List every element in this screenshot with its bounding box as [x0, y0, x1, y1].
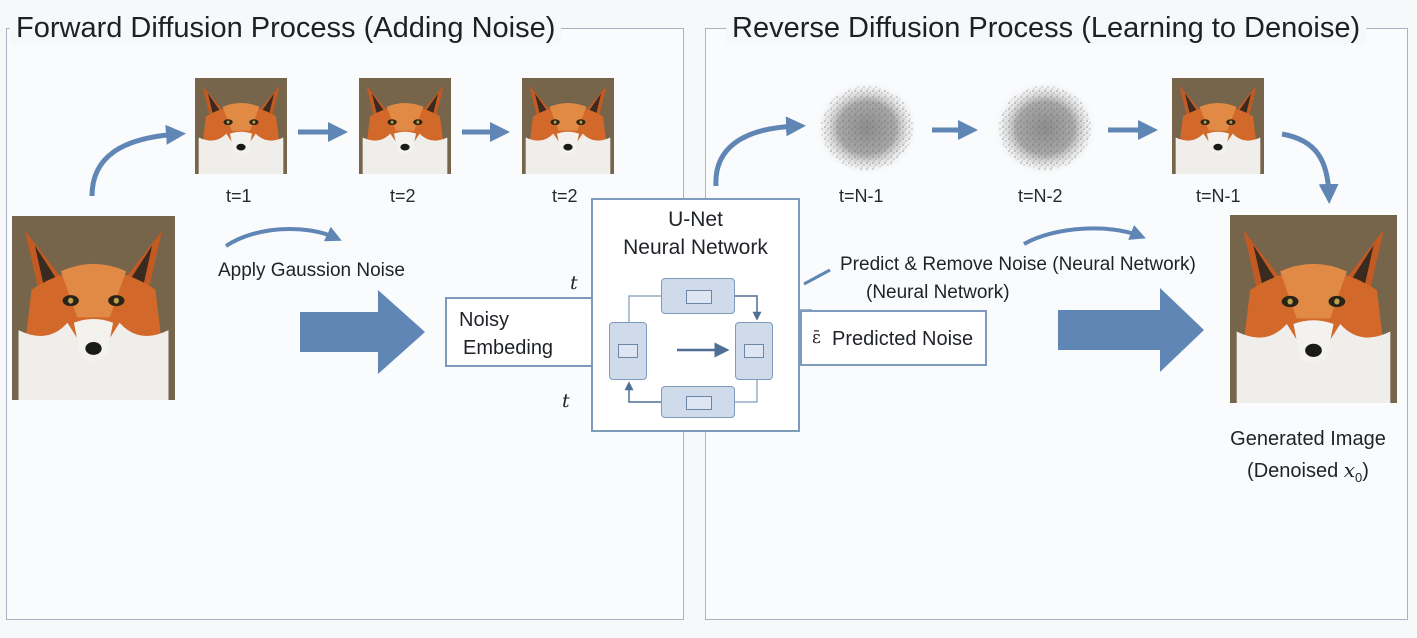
predicted-noise-symbol: ε̄	[812, 328, 821, 348]
unet-module-top	[661, 278, 735, 314]
forward-step-image-2	[359, 78, 451, 174]
unet-title-line2: Neural Network	[623, 236, 768, 259]
curved-arrow-to-noise	[713, 116, 806, 187]
reverse-step-image-3	[1172, 78, 1264, 174]
predict-label-line2: (Neural Network)	[866, 282, 1010, 303]
unet-module-bottom	[661, 386, 735, 418]
forward-step-image-3	[522, 78, 614, 174]
unet-to-predict-line	[803, 268, 831, 286]
predict-label-line1: Predict & Remove Noise (Neural Network)	[840, 254, 1196, 275]
big-arrow-reverse	[1058, 288, 1204, 372]
unet-title-line1: U-Net	[668, 208, 723, 231]
generated-fox-image	[1230, 215, 1397, 403]
curved-arrow-to-t1	[89, 124, 186, 197]
noisy-embedding-line1: Noisy	[459, 309, 510, 331]
forward-step-label-1: t=1	[226, 186, 252, 206]
timestep-label-bottom: t	[562, 390, 570, 412]
unet-module-left	[609, 322, 647, 380]
reverse-noise-image-1	[812, 78, 922, 178]
reverse-step-label-2: t=N-2	[1018, 186, 1063, 206]
big-arrow-forward	[300, 290, 425, 374]
forward-step-label-2: t=2	[390, 186, 416, 206]
generated-image-label-line1: Generated Image	[1230, 428, 1386, 450]
curved-arrow-to-output	[1281, 131, 1339, 204]
unet-module-right	[735, 322, 773, 380]
unet-box: U-Net Neural Network	[591, 198, 800, 432]
predict-arrow	[1023, 225, 1146, 246]
unet-internal-connections	[624, 295, 762, 403]
denoised-subscript: 0	[1355, 470, 1363, 485]
apply-noise-arrow	[224, 226, 342, 248]
timestep-label-top: t	[570, 272, 578, 294]
generated-image-label-line2: (Denoised x0)	[1247, 458, 1369, 485]
predicted-noise-label: Predicted Noise	[832, 328, 974, 350]
reverse-step-label-1: t=N-1	[839, 186, 884, 206]
input-fox-image	[12, 216, 175, 400]
predicted-noise-box: ε̄ Predicted Noise	[800, 310, 987, 366]
forward-step-image-1	[195, 78, 287, 174]
reverse-process-title: Reverse Diffusion Process (Learning to D…	[726, 12, 1367, 45]
noisy-embedding-line2: Embeding	[463, 337, 554, 359]
noisy-embedding-box: Noisy Embeding	[445, 297, 593, 367]
forward-process-title: Forward Diffusion Process (Adding Noise)	[10, 12, 562, 45]
reverse-step-label-3: t=N-1	[1196, 186, 1241, 206]
reverse-noise-image-2	[990, 78, 1100, 178]
forward-step-label-3: t=2	[552, 186, 578, 206]
apply-noise-label: Apply Gaussion Noise	[218, 260, 405, 281]
denoised-variable: x	[1343, 458, 1356, 482]
